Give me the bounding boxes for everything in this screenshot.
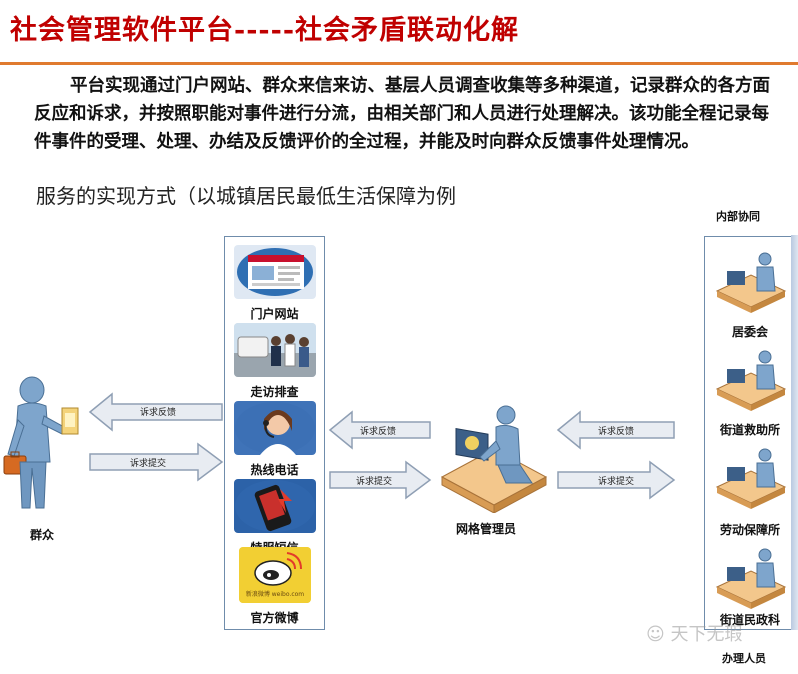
feedback-arrow-label: 诉求反馈	[597, 427, 634, 437]
department-workstation-icon	[715, 252, 787, 313]
feedback-arrow-label: 诉求反馈	[359, 427, 396, 437]
feedback-arrow-left	[88, 392, 223, 432]
department-label: 劳动保障所	[719, 523, 780, 537]
channel-label: 门户网站	[250, 307, 299, 321]
submit-arrow-right	[329, 460, 432, 500]
citizen-figure-icon	[3, 376, 79, 509]
channel-panel: 门户网站 走访排查 热线电话	[224, 236, 325, 630]
grid-manager-label: 网格管理员	[456, 522, 517, 536]
channel-label: 热线电话	[250, 463, 299, 477]
submit-arrow-label: 诉求提交	[597, 477, 634, 487]
weibo-icon: 新浪微博 weibo.com	[239, 547, 311, 603]
feedback-arrow-label: 诉求反馈	[139, 408, 176, 418]
department-workstation-icon	[715, 448, 787, 509]
hotline-icon	[234, 401, 316, 455]
department-label: 居委会	[731, 325, 768, 339]
channel-label: 官方微博	[250, 611, 299, 625]
wechat-icon: ☺	[646, 624, 665, 645]
department-panel: 居委会 街道救助所 劳动保障所 街道民政科	[704, 235, 798, 630]
intro-paragraph: 平台实现通过门户网站、群众来信来访、基层人员调查收集等多种渠道，记录群众的各方面…	[34, 76, 770, 152]
website-icon	[234, 245, 316, 299]
department-workstation-icon	[715, 350, 787, 411]
weibo-logo-text: 新浪微博 weibo.com	[245, 591, 305, 598]
sms-icon	[234, 479, 316, 533]
feedback-arrow-left	[556, 410, 675, 450]
grid-manager-icon	[440, 405, 548, 513]
title-divider	[0, 62, 798, 65]
watermark-text: 天下无瑕	[670, 624, 743, 645]
citizen-label: 群众	[30, 528, 55, 542]
watermark: ☺ 天下无瑕	[646, 620, 743, 646]
submit-arrow-label: 诉求提交	[129, 459, 166, 469]
department-workstation-icon	[715, 548, 787, 609]
internal-collab-header: 内部协同	[716, 210, 760, 223]
department-label: 街道民政科	[719, 613, 780, 627]
department-label: 街道救助所	[719, 423, 780, 437]
submit-arrow-right	[557, 460, 676, 500]
channel-label: 走访排查	[250, 385, 299, 399]
handler-footer-label: 办理人员	[722, 652, 766, 665]
feedback-arrow-left	[328, 410, 431, 450]
submit-arrow-right	[89, 442, 224, 482]
section-subtitle: 服务的实现方式（以城镇居民最低生活保障为例	[36, 184, 456, 208]
submit-arrow-label: 诉求提交	[355, 477, 392, 487]
visit-icon	[234, 323, 316, 377]
page-title: 社会管理软件平台-----社会矛盾联动化解	[10, 15, 520, 46]
